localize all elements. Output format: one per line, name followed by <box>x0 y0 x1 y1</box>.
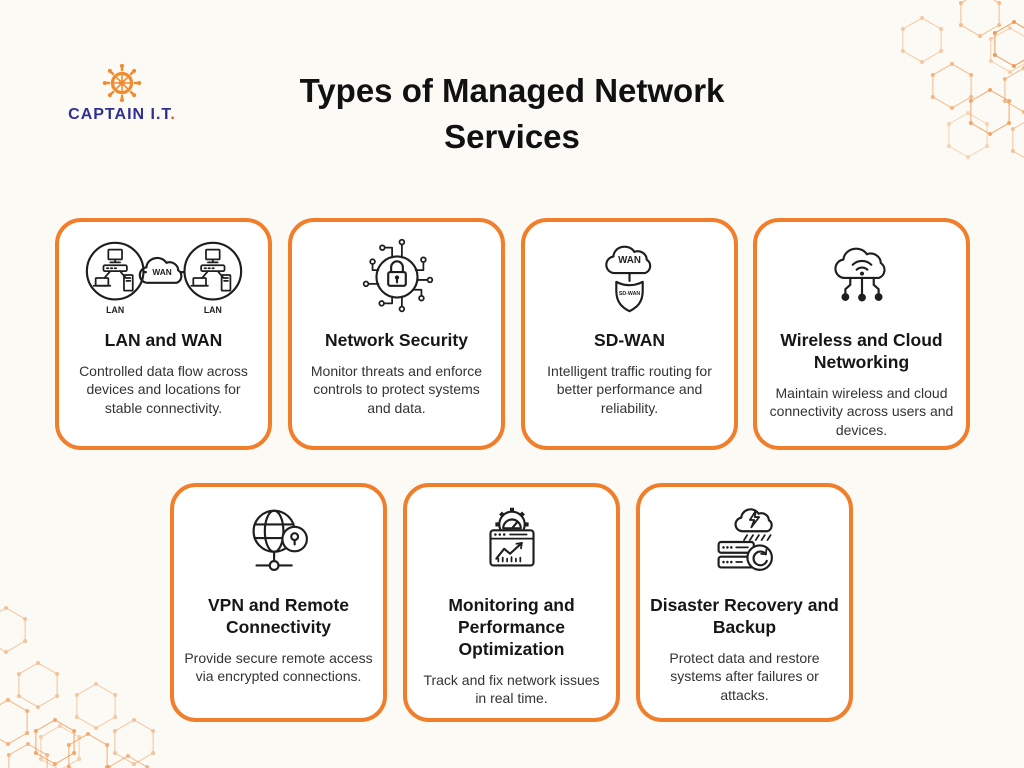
wireless-cloud-networking-icon <box>818 230 906 324</box>
card-title: Network Security <box>325 330 468 350</box>
lan-wan-icon: WAN LAN LAN <box>81 230 247 324</box>
card-disaster-recovery-backup: Disaster Recovery and Backup Protect dat… <box>636 483 853 722</box>
captain-it-logo: CAPTAIN I.T. <box>60 62 184 124</box>
card-title: VPN and Remote Connectivity <box>208 595 349 637</box>
card-description: Protect data and restore systems after f… <box>669 649 820 703</box>
brand-name: CAPTAIN I.T. <box>68 106 176 123</box>
lan-label: LAN <box>106 305 124 315</box>
card-title: Disaster Recovery and Backup <box>650 595 839 637</box>
ship-wheel-icon <box>102 63 142 103</box>
vpn-remote-connectivity-icon <box>235 495 323 589</box>
card-vpn-remote-connectivity: VPN and Remote Connectivity Provide secu… <box>170 483 387 722</box>
network-security-icon <box>353 230 441 324</box>
card-title: Wireless and Cloud Networking <box>780 330 943 372</box>
page-title: Types of Managed Network Services <box>299 72 725 156</box>
card-network-security: Network Security Monitor threats and enf… <box>288 218 505 450</box>
card-lan-and-wan: WAN LAN LAN LAN and WAN Controlled data … <box>55 218 272 450</box>
card-description: Track and fix network issues in real tim… <box>423 671 600 707</box>
card-description: Monitor threats and enforce controls to … <box>310 362 483 416</box>
card-title: LAN and WAN <box>104 330 223 350</box>
monitoring-performance-icon <box>468 495 556 589</box>
card-description: Maintain wireless and cloud connectivity… <box>769 384 954 438</box>
card-wireless-cloud-networking: Wireless and Cloud Networking Maintain w… <box>753 218 970 450</box>
card-monitoring-performance: Monitoring and Performance Optimization … <box>403 483 620 722</box>
card-title: SD-WAN <box>594 330 665 350</box>
card-sd-wan: WAN SD-WAN SD-WAN Intelligent traffic ro… <box>521 218 738 450</box>
card-description: Provide secure remote access via encrypt… <box>184 649 373 685</box>
sd-wan-icon: WAN SD-WAN <box>586 230 674 324</box>
wan-label: WAN <box>152 267 171 277</box>
wan-label: WAN <box>618 255 641 266</box>
brand-dot: . <box>170 106 176 123</box>
disaster-recovery-backup-icon <box>701 495 789 589</box>
card-description: Intelligent traffic routing for better p… <box>547 362 712 416</box>
lan-label: LAN <box>203 305 221 315</box>
card-description: Controlled data flow across devices and … <box>79 362 248 416</box>
sd-wan-label: SD-WAN <box>618 291 640 297</box>
card-title: Monitoring and Performance Optimization <box>448 595 575 659</box>
